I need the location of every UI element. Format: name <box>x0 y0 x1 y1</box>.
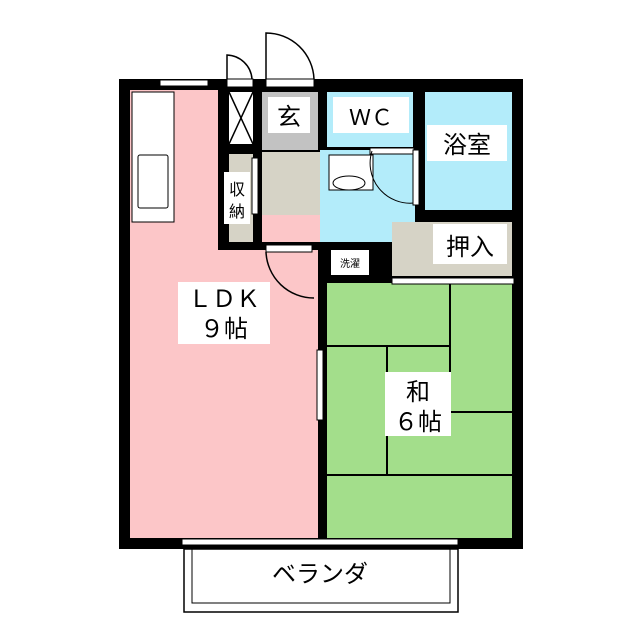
hall-pink <box>262 215 320 242</box>
ldk-size-label: ９帖 <box>200 315 248 343</box>
veranda-label: ベランダ <box>272 560 368 588</box>
laundry-label: 洗濯 <box>340 258 360 270</box>
washitsu-name-label: 和 <box>406 378 430 406</box>
oshiire-label: 押入 <box>446 233 494 261</box>
hallway <box>262 152 320 215</box>
storage-label-1: 収 <box>229 180 245 199</box>
entrance-door[interactable] <box>265 78 315 88</box>
ldk-door[interactable] <box>265 244 313 253</box>
laundry-space <box>329 248 371 277</box>
wc-label: ＷＣ <box>349 106 393 131</box>
ldk-name-label: ＬＤＫ <box>188 285 260 313</box>
washitsu-size-label: ６帖 <box>394 408 442 436</box>
storage-label-2: 納 <box>229 202 245 221</box>
genkan-label: 玄 <box>277 103 301 131</box>
bath-label: 浴室 <box>443 131 491 159</box>
